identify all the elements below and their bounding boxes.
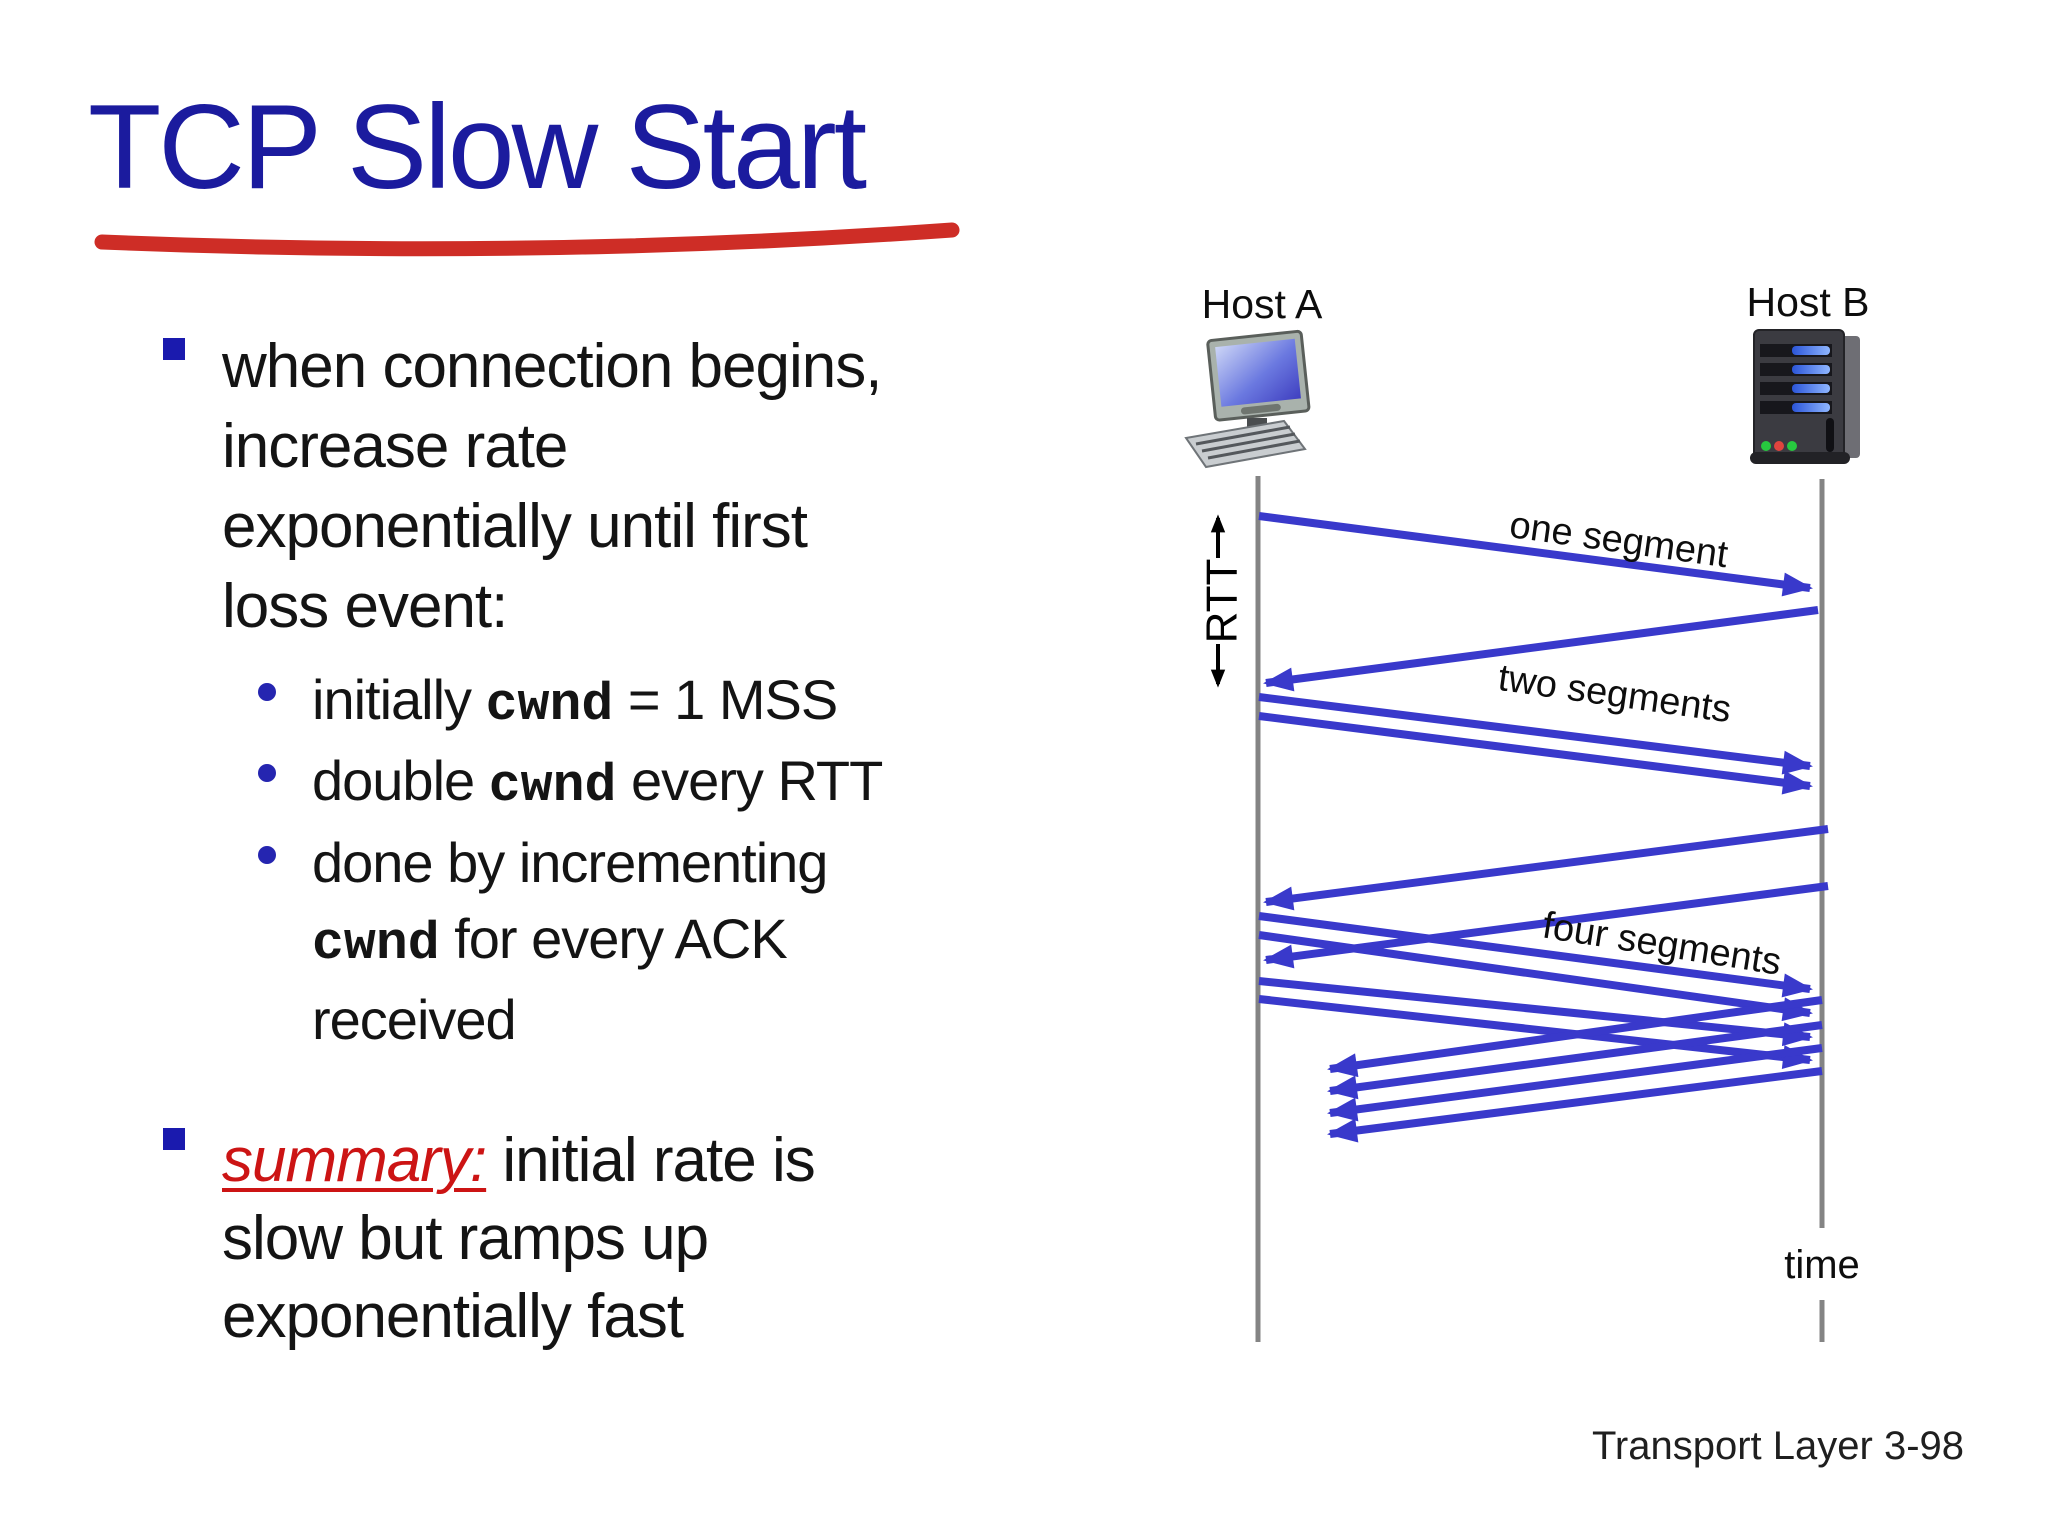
footer-page-label: Transport Layer 3-98 [1591, 1424, 1964, 1468]
two-segments-label: two segments [1496, 657, 1734, 731]
segment-arrow [1258, 712, 1813, 795]
rtt-indicator: RTT [1198, 514, 1247, 688]
ack-arrow [1327, 996, 1823, 1078]
bullet-square-marker [163, 1128, 185, 1150]
rtt-label: RTT [1198, 559, 1247, 644]
bullet-summary: summary: initial rate is slow but ramps … [222, 1122, 1142, 1356]
title-underline-stroke [94, 222, 960, 257]
sub-bullet-double: double cwnd every RTT [312, 743, 1172, 824]
cwnd-code: cwnd [488, 756, 617, 816]
sub-bullet-initially: initially cwnd = 1 MSS [312, 662, 1172, 743]
sub-bullet-dot [258, 683, 276, 701]
segment-arrow [1258, 693, 1813, 775]
sub2-pre: double [312, 749, 489, 812]
segment-arrow [1258, 912, 1813, 998]
time-axis-label: time [1784, 1243, 1860, 1287]
sub3-pre: done by incrementing [312, 831, 828, 894]
cwnd-code: cwnd [312, 914, 440, 974]
sub-bullet-done-by: done by incrementing cwnd for every ACK … [312, 825, 1172, 1058]
bullet-when-connection: when connection begins, increase rate ex… [222, 332, 882, 641]
sub-bullet-dot [258, 846, 276, 864]
segment-arrow [1258, 995, 1813, 1069]
sub1-pre: initially [312, 668, 486, 731]
tcp-slow-start-diagram: Host A Host B [1184, 279, 1870, 1342]
host-b-label: Host B [1746, 279, 1869, 325]
ack-arrow [1263, 825, 1829, 911]
ack-arrow [1327, 1021, 1823, 1100]
summary-rest: initial rate is slow but ramps up expone… [222, 1126, 816, 1351]
sub-bullet-dot [258, 764, 276, 782]
sub1-post: = 1 MSS [613, 668, 838, 731]
server-drive-bays [1760, 344, 1832, 414]
cwnd-code: cwnd [485, 675, 614, 735]
host-a-label: Host A [1202, 281, 1323, 327]
sub2-post: every RTT [616, 749, 883, 812]
sub3-post: for every ACK received [312, 907, 788, 1051]
ack-arrow [1327, 1067, 1823, 1143]
summary-keyword: summary: [222, 1126, 487, 1195]
ack-arrow [1263, 606, 1819, 692]
segment-arrow [1258, 512, 1813, 597]
host-b-server-icon [1750, 329, 1860, 464]
segment-arrow [1258, 931, 1813, 1022]
host-a-computer-icon [1184, 329, 1311, 469]
page-title: TCP Slow Start [88, 80, 867, 214]
bullet-square-marker [163, 338, 185, 360]
ack-arrow [1327, 1044, 1823, 1122]
segment-arrow [1258, 977, 1813, 1047]
